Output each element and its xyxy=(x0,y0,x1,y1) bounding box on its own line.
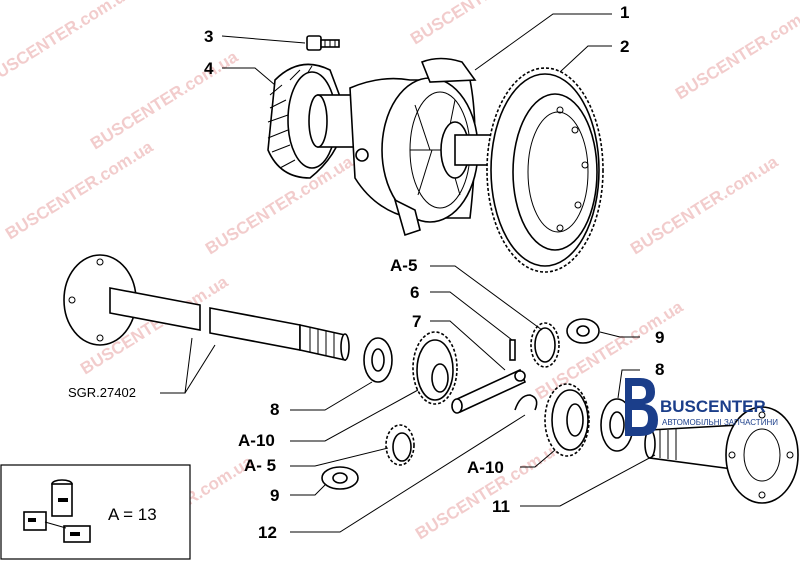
callout-labels: 1 2 3 4 A-5 6 7 9 8 8 A-10 A- 5 9 12 A-1… xyxy=(68,3,664,542)
watermark: BUSCENTER.com.ua xyxy=(672,0,800,103)
callout-7: 7 xyxy=(412,312,421,331)
thrust-washer-left-part xyxy=(363,337,393,383)
logo-name: BUSCENTER xyxy=(660,397,766,416)
pinion-washer-left-part xyxy=(321,466,359,490)
pinion-gear-left-part xyxy=(385,424,415,466)
callout-8-left: 8 xyxy=(270,400,279,419)
watermark: BUSCENTER.com.ua xyxy=(627,152,782,259)
callout-11: 11 xyxy=(492,497,510,516)
buscenter-logo: BUSCENTER АВТОМОБІЛЬНІ ЗАПЧАСТИНИ xyxy=(625,378,778,436)
ring-gear-part xyxy=(486,67,604,273)
side-gear-left-part xyxy=(412,331,458,405)
left-axle-shaft-part xyxy=(63,254,350,361)
pinion-washer-right-part xyxy=(566,318,600,344)
callout-12: 12 xyxy=(258,523,277,542)
callout-6: 6 xyxy=(410,283,419,302)
callout-a5-top: A-5 xyxy=(390,256,417,275)
formula-text: A = 13 xyxy=(108,505,157,524)
differential-housing-part xyxy=(308,57,502,237)
watermark: BUSCENTER.com.ua xyxy=(87,47,242,154)
callout-a10-right: A-10 xyxy=(467,458,504,477)
inset-box: A = 13 xyxy=(0,464,191,560)
reference-code: SGR.27402 xyxy=(68,385,136,400)
logo-emblem-icon xyxy=(625,378,658,436)
callout-3: 3 xyxy=(204,27,213,46)
callout-9-left: 9 xyxy=(270,486,279,505)
callout-a5-left: A- 5 xyxy=(244,456,276,475)
callout-1: 1 xyxy=(620,3,629,22)
callout-8-right: 8 xyxy=(655,360,664,379)
callout-2: 2 xyxy=(620,37,629,56)
watermark: BUSCENTER.com.ua xyxy=(412,437,567,544)
callout-9-right: 9 xyxy=(655,328,664,347)
side-gear-right-part xyxy=(544,383,590,457)
bolt-part xyxy=(306,35,340,51)
lock-pin-part xyxy=(509,339,516,361)
logo-subtitle: АВТОМОБІЛЬНІ ЗАПЧАСТИНИ xyxy=(662,418,778,427)
snap-ring-part xyxy=(514,394,538,411)
watermark: BUSCENTER.com.ua xyxy=(0,0,137,88)
callout-a10-left: A-10 xyxy=(238,431,275,450)
right-output-shaft-part xyxy=(644,406,799,504)
watermark: BUSCENTER.com.ua xyxy=(2,137,157,244)
leader-lines xyxy=(160,13,656,533)
tool-kit-icon xyxy=(23,479,91,543)
pinion-gear-top-part xyxy=(530,322,560,368)
pinion-shaft-part xyxy=(451,368,527,414)
callout-4: 4 xyxy=(204,59,214,78)
